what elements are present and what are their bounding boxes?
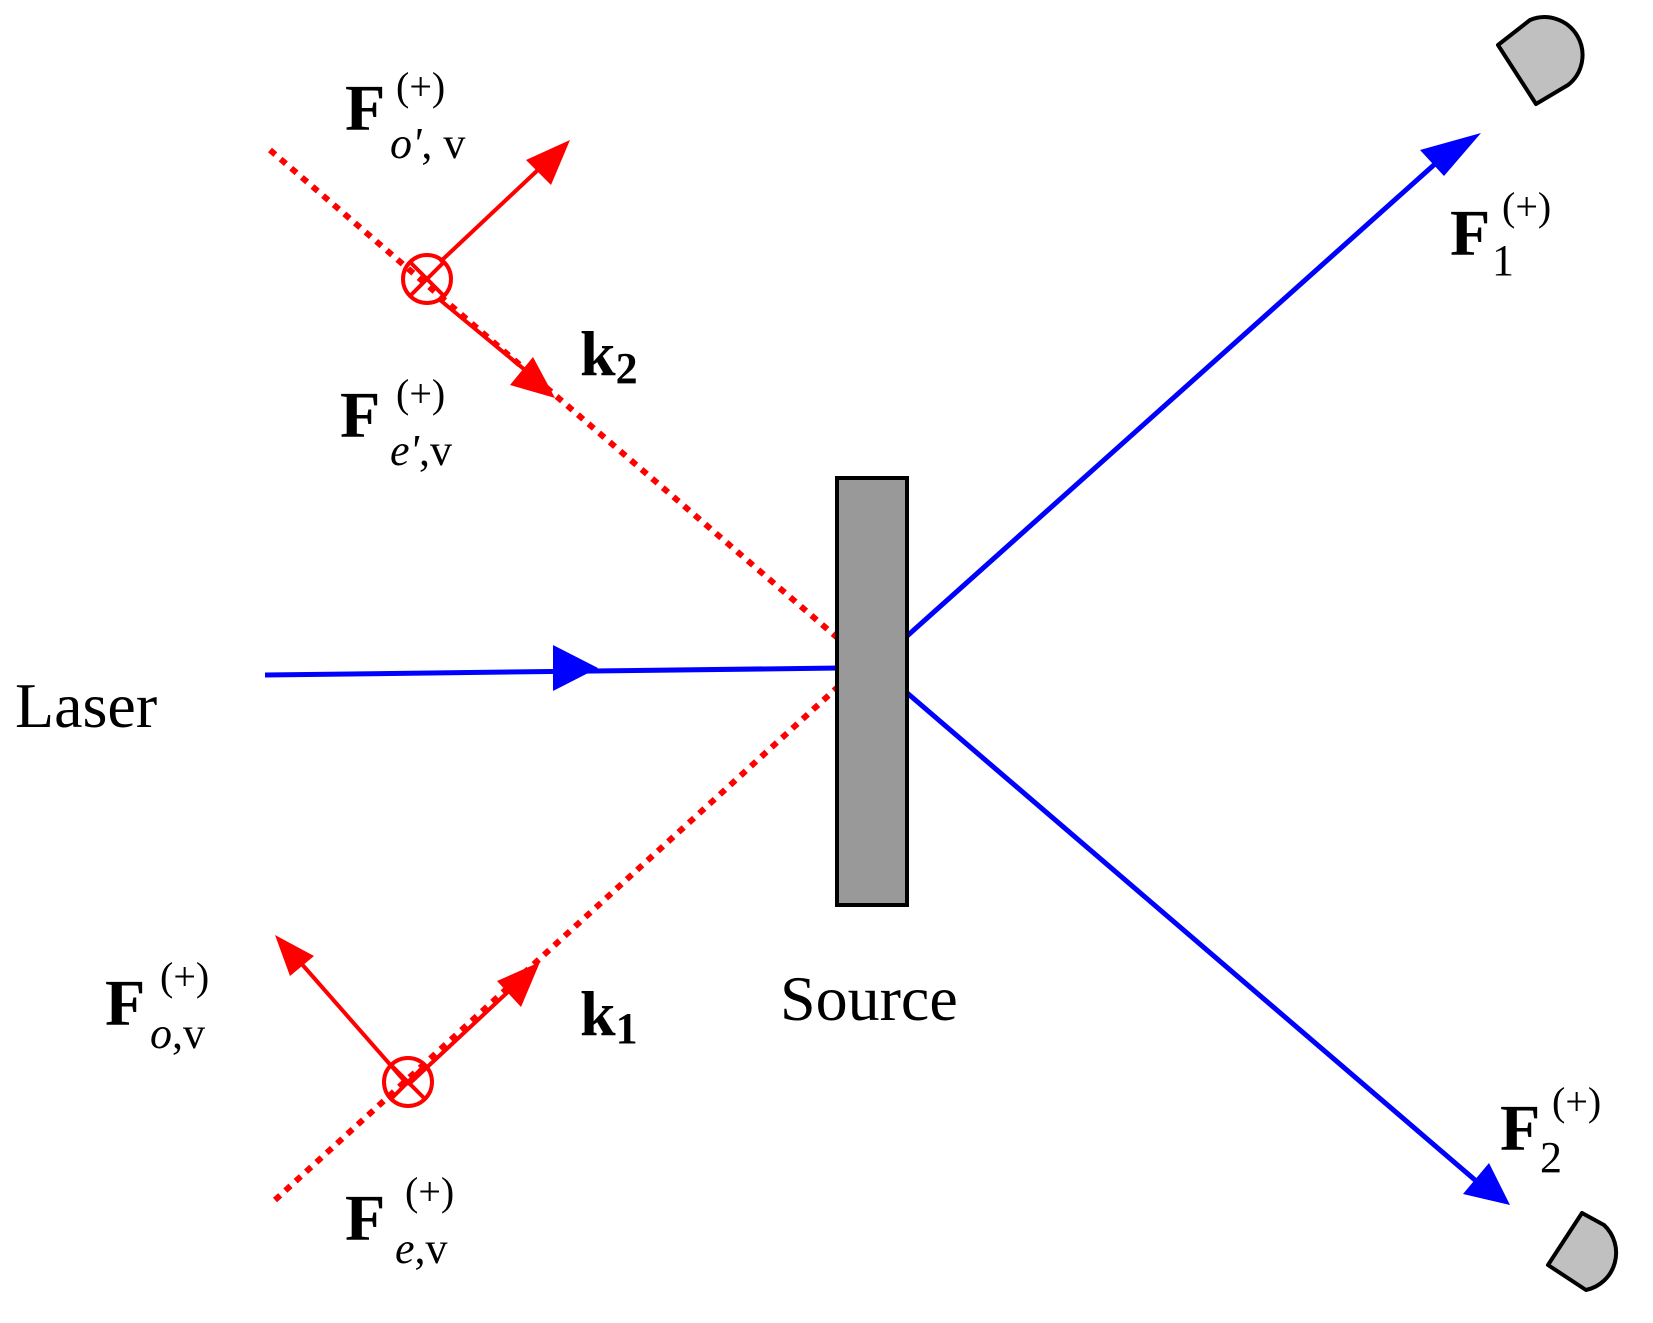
svg-text:(+): (+) [160,954,209,999]
k2-label: k2 [580,318,638,393]
svg-text:e,v: e,v [395,1224,448,1273]
label-f-o-v: F (+) o,v [105,954,209,1058]
label-f-e-prime-v: F (+) e',v [340,371,452,475]
detector-1-icon [1496,15,1585,106]
svg-text:e',v: e',v [390,426,452,475]
label-f-o-prime-v: F (+) o', v [345,64,465,168]
svg-text:F: F [105,967,145,1040]
svg-text:F: F [345,72,385,145]
svg-text:2: 2 [1540,1133,1562,1182]
upper-e-prime-arrowhead [510,357,555,398]
upper-circled-x-icon [401,253,453,305]
svg-text:(+): (+) [396,371,445,416]
lower-e-arrowhead [497,962,540,1007]
laser-beam [264,665,841,678]
vacuum-beam-k1 [272,682,843,1203]
lower-e-vector [406,988,512,1087]
output-beam-2 [904,690,1477,1182]
k1-label: k1 [580,978,638,1053]
label-f-2: F (+) 2 [1500,1079,1601,1182]
laser-label: Laser [15,670,157,741]
source-label: Source [780,963,958,1034]
upper-o-prime-vector [438,166,542,264]
upper-o-prime-arrowhead [526,140,570,185]
output-beam-1 [904,153,1447,639]
svg-text:F: F [340,379,380,452]
lower-o-arrowhead [275,935,314,976]
svg-text:o,v: o,v [150,1009,205,1058]
upper-e-prime-vector [438,298,527,372]
label-f-e-v: F (+) e,v [345,1169,454,1273]
svg-text:(+): (+) [405,1169,454,1214]
laser-arrowhead [553,645,598,691]
output-beam-2-arrowhead [1463,1163,1510,1205]
svg-text:(+): (+) [1502,184,1551,229]
lower-circled-x-icon [382,1056,434,1108]
svg-text:F: F [345,1182,385,1255]
source-crystal [835,476,909,907]
svg-text:F: F [1500,1092,1540,1165]
label-f-1: F (+) 1 [1450,184,1551,285]
svg-text:(+): (+) [396,64,445,109]
svg-text:(+): (+) [1552,1079,1601,1124]
detector-2-icon [1546,1211,1619,1292]
svg-text:F: F [1450,197,1490,270]
output-beam-1-arrowhead [1420,133,1481,176]
svg-text:1: 1 [1492,236,1514,285]
svg-text:o', v: o', v [390,119,465,168]
